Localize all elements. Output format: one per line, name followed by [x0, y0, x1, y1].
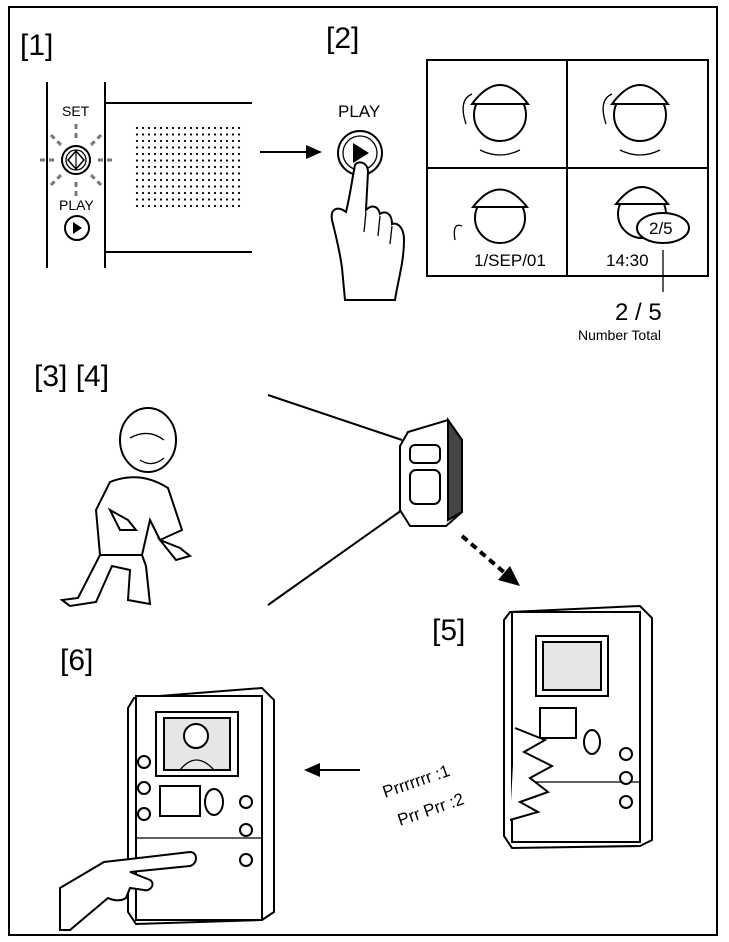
finger-pressing-hand-icon	[330, 161, 406, 301]
visitor-face-image-2	[602, 84, 670, 156]
screen-counter: 2/5	[649, 219, 673, 238]
set-blink-rays-icon	[40, 124, 112, 196]
speaker-grille	[135, 126, 241, 208]
detection-line-upper	[267, 394, 403, 441]
visitor-face-image-3	[453, 188, 530, 244]
approaching-person-icon	[59, 407, 193, 608]
chime-line-2: Prr Prr :2	[395, 789, 466, 829]
diagram-frame	[8, 6, 718, 936]
step-3-4-label: [3] [4]	[34, 360, 109, 393]
pressing-hand-icon	[59, 850, 197, 931]
counter-callout-caption: Number Total	[578, 327, 661, 343]
play-label-large: PLAY	[338, 102, 380, 121]
screen-date: 1/SEP/01	[474, 251, 546, 270]
signal-arrow-icon	[460, 534, 520, 586]
play-button-large[interactable]	[337, 130, 383, 176]
control-panel	[46, 82, 252, 268]
step-1-label: [1]	[20, 29, 53, 62]
detection-line-lower	[267, 509, 403, 606]
step-2-label: [2]	[326, 22, 359, 55]
ring-burst-icon	[509, 727, 555, 821]
play-button-small[interactable]	[64, 215, 90, 241]
arrow-left-icon	[304, 763, 360, 777]
motion-sensor-icon	[399, 416, 463, 527]
arrow-right-icon	[260, 145, 322, 159]
step-5-label: [5]	[432, 614, 465, 647]
screen-time: 14:30	[606, 251, 649, 270]
set-button[interactable]	[61, 145, 91, 175]
set-label: SET	[62, 103, 90, 119]
step-6-label: [6]	[60, 644, 93, 677]
visitor-face-image-1	[462, 84, 530, 156]
play-label-small: PLAY	[59, 197, 94, 213]
counter-bubble	[636, 212, 690, 244]
counter-callout-value: 2 / 5	[615, 299, 662, 326]
